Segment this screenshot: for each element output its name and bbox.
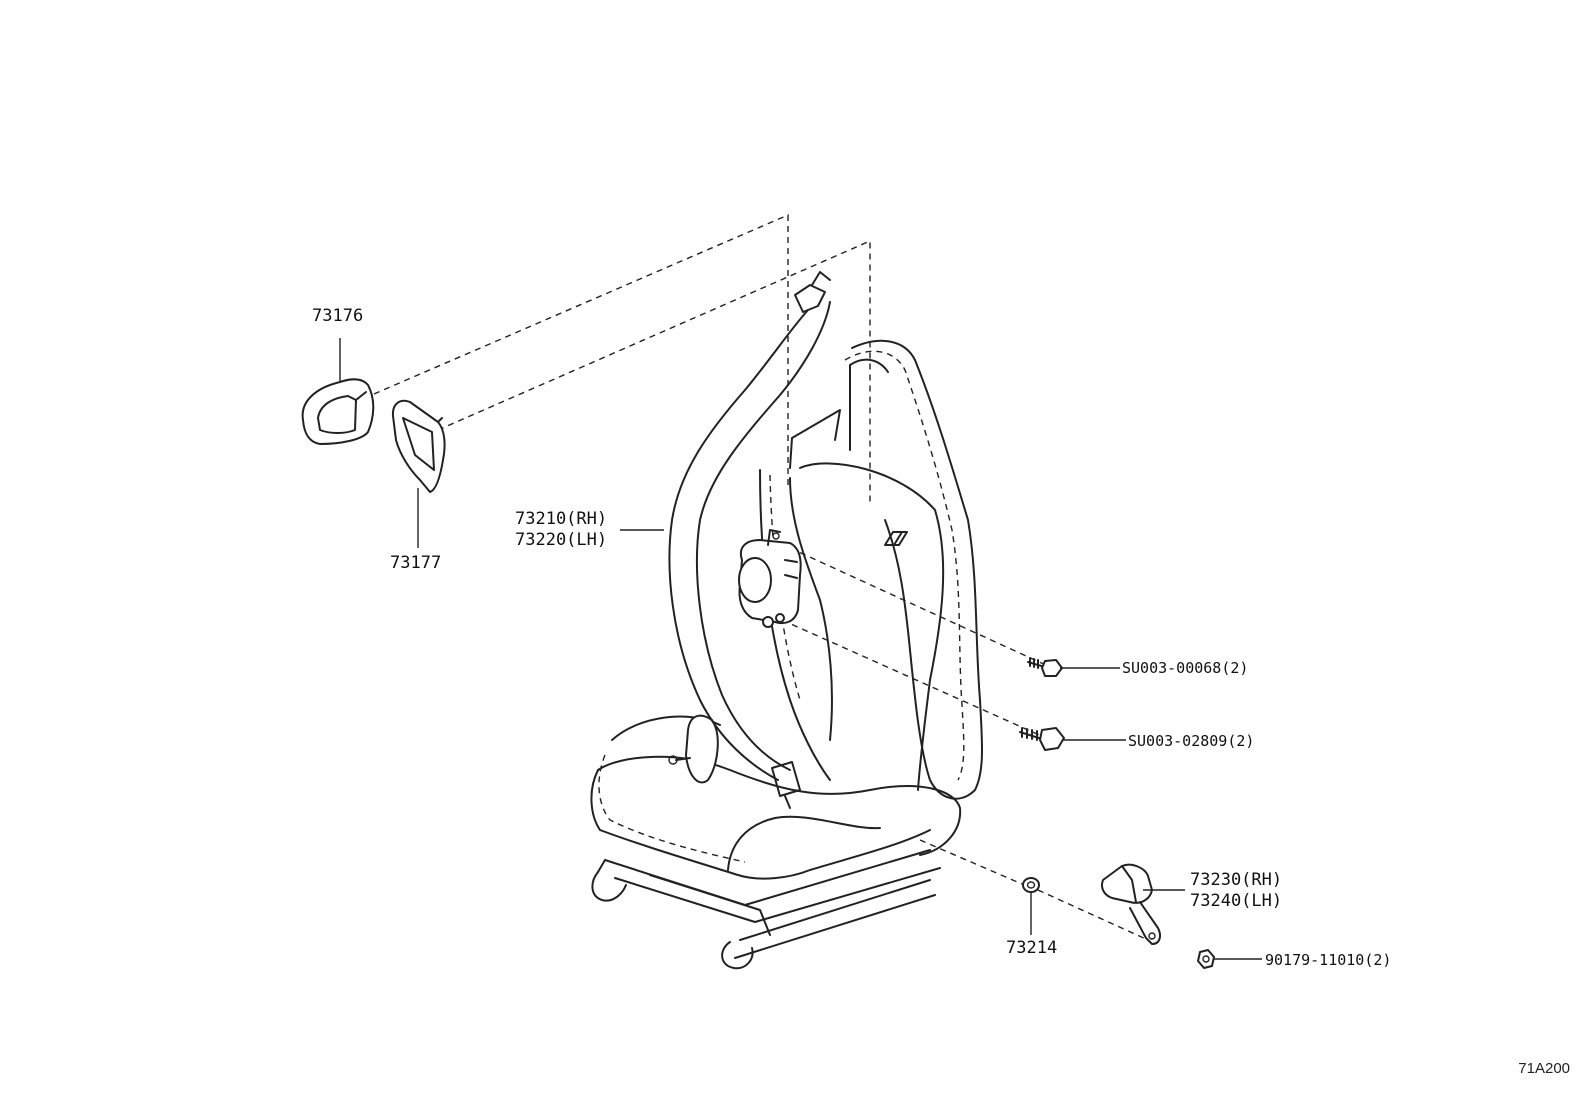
label-73177: 73177 xyxy=(390,553,442,573)
label-90179-11010: 90179-11010(2) xyxy=(1265,951,1392,969)
seat xyxy=(590,339,983,880)
part-73176-cover xyxy=(301,378,375,445)
label-73210-73220: 73210(RH) 73220(LH) xyxy=(515,509,608,550)
nut-90179-11010 xyxy=(1197,949,1215,969)
buckle-73230 xyxy=(1101,863,1161,945)
projection-lines xyxy=(373,213,1149,941)
bolt-su003-00068 xyxy=(1027,657,1063,677)
part-73177-escutcheon xyxy=(391,399,446,493)
bolt-su003-02809 xyxy=(1019,727,1065,751)
diagram-code: 71A200 xyxy=(1518,1060,1570,1077)
label-73214: 73214 xyxy=(1006,938,1058,958)
label-73230-73240: 73230(RH) 73240(LH) xyxy=(1190,870,1283,911)
label-su003-00068: SU003-00068(2) xyxy=(1122,659,1249,677)
seat-rails xyxy=(591,849,941,970)
label-su003-02809: SU003-02809(2) xyxy=(1128,732,1255,750)
seat-belt-assembly xyxy=(668,271,831,809)
washer-73214 xyxy=(1022,877,1040,893)
leader-lines xyxy=(339,338,1262,960)
label-73176: 73176 xyxy=(312,306,364,326)
